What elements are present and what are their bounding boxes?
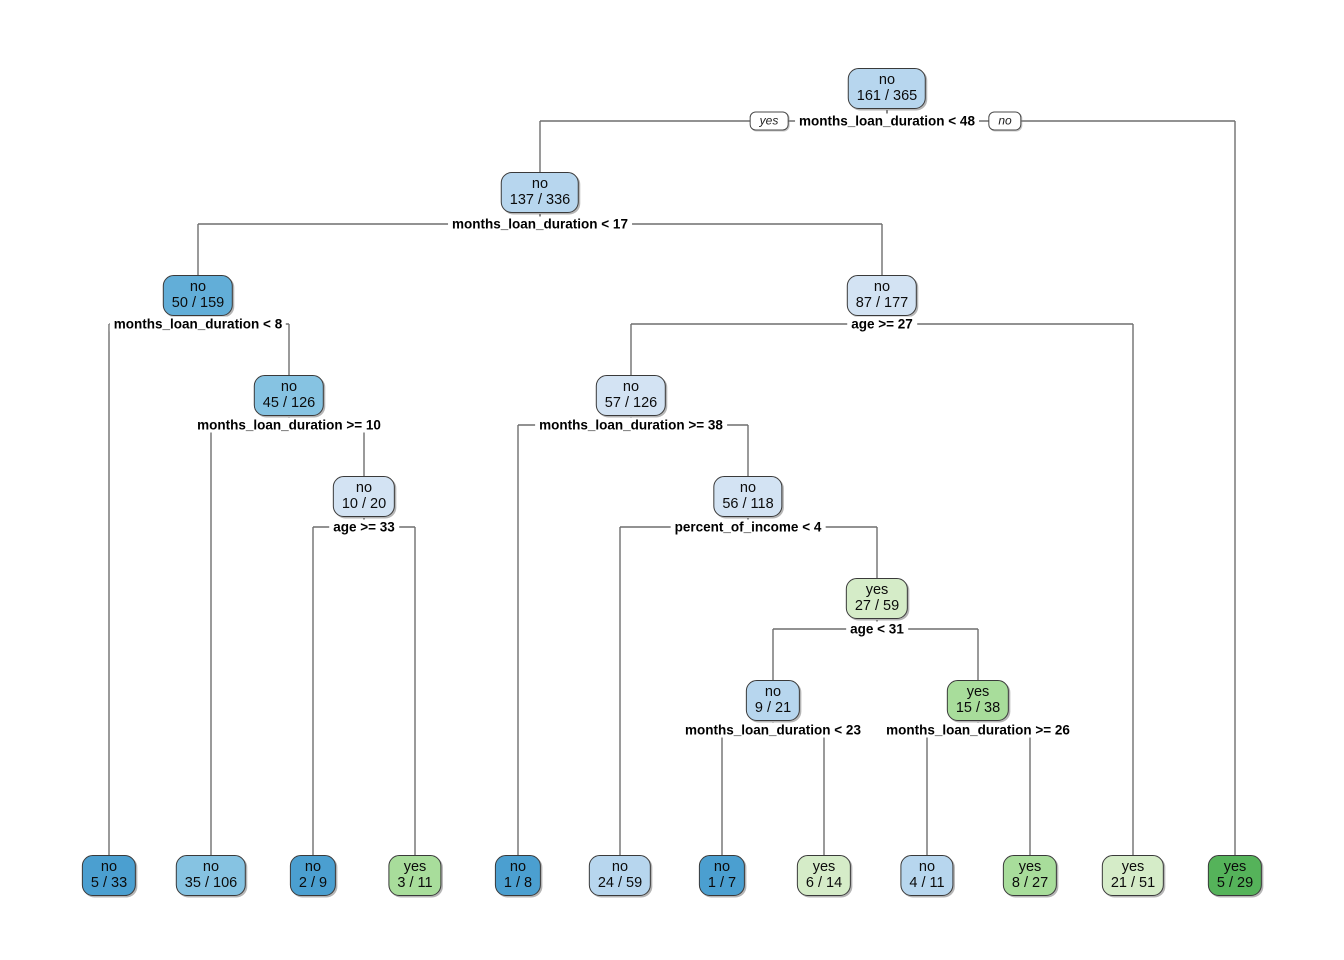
tree-node-fraction: 6 / 14 (805, 875, 843, 892)
tree-node-fraction: 87 / 177 (855, 295, 909, 312)
tree-node-class: no (878, 72, 896, 88)
split-label-s7: age >= 33 (329, 519, 399, 535)
tree-node-fraction: 21 / 51 (1110, 875, 1156, 892)
tree-node-class: no (611, 859, 629, 875)
tree-node-fraction: 24 / 59 (597, 875, 643, 892)
tree-node-fraction: 9 / 21 (754, 700, 792, 717)
tree-node-class: no (355, 480, 373, 496)
split-label-s6: months_loan_duration >= 38 (535, 417, 727, 433)
tree-node-class: no (739, 480, 757, 496)
tree-node-class: no (918, 859, 936, 875)
tree-node-class: no (873, 279, 891, 295)
tree-node-fraction: 1 / 8 (503, 875, 533, 892)
split-label-s8: percent_of_income < 4 (670, 519, 826, 535)
tree-node-fraction: 50 / 159 (171, 295, 225, 312)
tree-node-class: no (622, 379, 640, 395)
tree-node-class: yes (812, 859, 836, 875)
tree-node-class: no (713, 859, 731, 875)
tree-node-class: no (100, 859, 118, 875)
tree-node-class: no (764, 684, 782, 700)
tree-node-class: yes (1018, 859, 1042, 875)
tree-node-class: no (280, 379, 298, 395)
tree-node-class: yes (1223, 859, 1247, 875)
tree-node-fraction: 45 / 126 (262, 395, 316, 412)
split-label-s9: age < 31 (846, 621, 908, 637)
tree-node-fraction: 4 / 11 (909, 875, 945, 892)
split-label-s2: months_loan_duration < 17 (448, 216, 632, 232)
tree-node-class: no (189, 279, 207, 295)
tree-node-fraction: 57 / 126 (604, 395, 658, 412)
split-label-s4: age >= 27 (847, 316, 917, 332)
split-label-s11: months_loan_duration >= 26 (882, 722, 1074, 738)
tree-node-class: yes (403, 859, 427, 875)
tree-node-fraction: 161 / 365 (856, 88, 918, 105)
split-label-s3: months_loan_duration < 8 (109, 316, 287, 332)
edge-label-no-box: no (988, 111, 1022, 131)
tree-node-fraction: 3 / 11 (397, 875, 433, 892)
tree-node-class: yes (865, 582, 889, 598)
tree-node-fraction: 8 / 27 (1011, 875, 1049, 892)
edge-label-yes-box: yes (749, 111, 789, 131)
tree-node-class: no (531, 176, 549, 192)
tree-node-fraction: 15 / 38 (955, 700, 1001, 717)
tree-node-fraction: 56 / 118 (722, 496, 774, 513)
tree-node-class: no (304, 859, 322, 875)
tree-node-fraction: 137 / 336 (509, 192, 571, 209)
tree-node-fraction: 1 / 7 (707, 875, 737, 892)
tree-node-fraction: 5 / 33 (90, 875, 128, 892)
tree-node-fraction: 27 / 59 (854, 598, 900, 615)
split-label-s1: months_loan_duration < 48 (795, 113, 979, 129)
tree-node-fraction: 35 / 106 (184, 875, 238, 892)
tree-node-fraction: 10 / 20 (341, 496, 387, 513)
tree-node-class: yes (966, 684, 990, 700)
tree-node-fraction: 2 / 9 (298, 875, 328, 892)
split-label-s10: months_loan_duration < 23 (681, 722, 865, 738)
tree-node-class: no (202, 859, 220, 875)
tree-node-fraction: 5 / 29 (1216, 875, 1254, 892)
split-label-s5: months_loan_duration >= 10 (193, 417, 385, 433)
tree-node-class: yes (1121, 859, 1145, 875)
tree-node-class: no (509, 859, 527, 875)
